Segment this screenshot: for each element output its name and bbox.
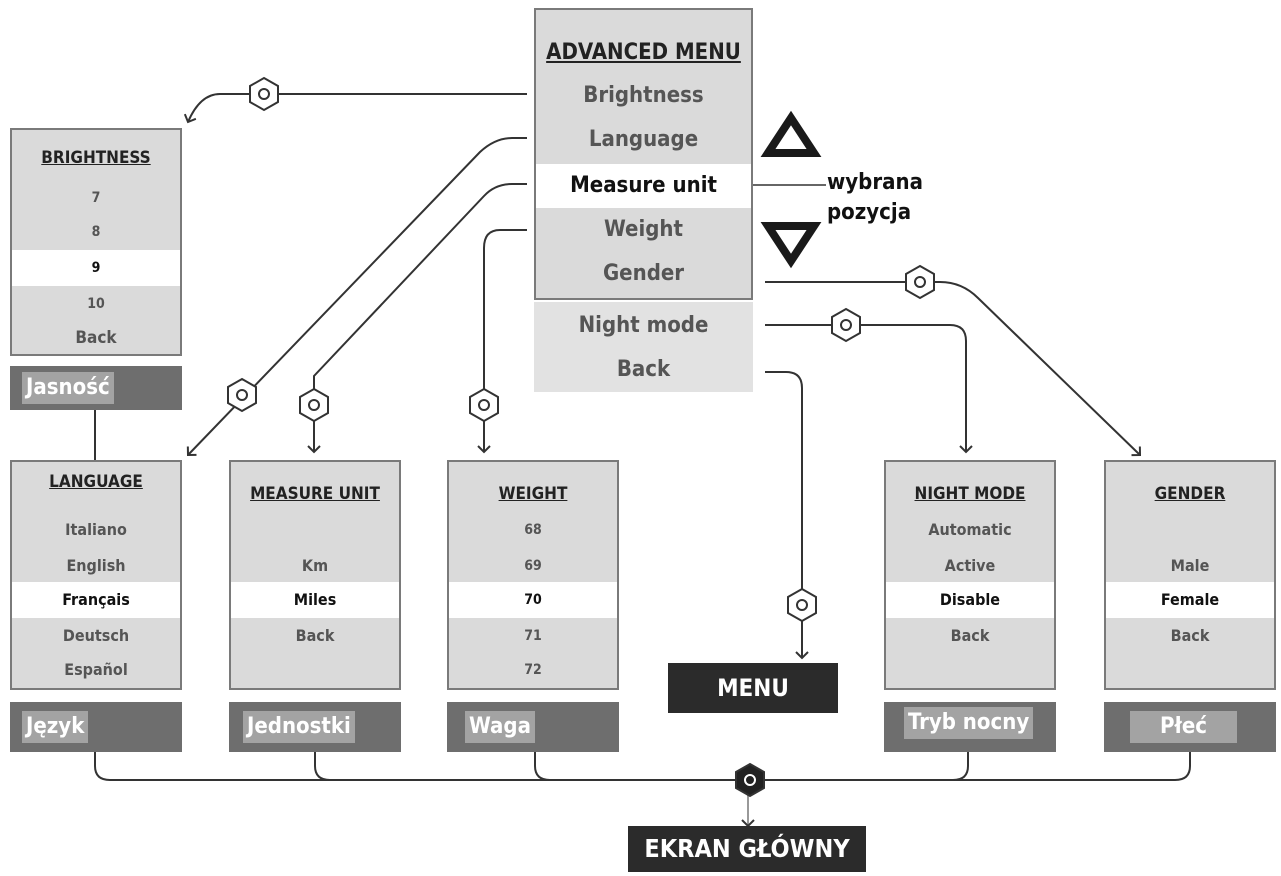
measure-unit-back[interactable]: Back: [295, 626, 335, 645]
menu-item-back[interactable]: Back: [616, 357, 671, 382]
gender-label-text: Płeć: [1130, 711, 1238, 743]
gender-label: Płeć: [1104, 702, 1276, 752]
hexagon-button-icon: [299, 387, 329, 423]
brightness-item-selected[interactable]: 9: [12, 250, 180, 286]
advanced-menu-title: ADVANCED MENU: [546, 40, 741, 65]
night-mode-label: Tryb nocny: [884, 702, 1056, 752]
language-item-selected[interactable]: Français: [12, 582, 180, 618]
gender-item-selected[interactable]: Female: [1106, 582, 1274, 618]
gender-menu: GENDER Male Female Back: [1104, 460, 1276, 690]
measure-unit-label-text: Jednostki: [243, 711, 355, 743]
night-mode-item-selected[interactable]: Disable: [886, 582, 1054, 618]
weight-label: Waga: [447, 702, 619, 752]
hexagon-button-icon-dark: [735, 762, 765, 798]
gender-item[interactable]: Male: [1170, 556, 1210, 575]
weight-item[interactable]: 68: [524, 522, 542, 538]
measure-unit-title: MEASURE UNIT: [250, 484, 380, 504]
brightness-item[interactable]: 8: [91, 224, 101, 240]
hexagon-button-icon: [249, 76, 279, 112]
night-mode-label-text: Tryb nocny: [904, 707, 1034, 739]
weight-item[interactable]: 71: [524, 628, 542, 644]
language-item[interactable]: English: [66, 556, 126, 575]
night-mode-title: NIGHT MODE: [914, 484, 1026, 504]
wire-brightness: [183, 93, 527, 124]
advanced-menu: ADVANCED MENU Brightness Language Measur…: [534, 8, 753, 300]
wire-bottom-bus: [94, 752, 1191, 781]
measure-unit-label: Jednostki: [229, 702, 401, 752]
menu-item-weight[interactable]: Weight: [604, 217, 683, 242]
hexagon-button-icon: [905, 264, 935, 300]
brightness-item[interactable]: 7: [91, 190, 101, 206]
annotation-line1: wybrana: [827, 170, 923, 195]
night-mode-item[interactable]: Active: [944, 556, 996, 575]
measure-unit-item: [231, 652, 399, 688]
weight-item-selected[interactable]: 70: [449, 582, 617, 618]
annotation-line2: pozycja: [827, 200, 912, 225]
brightness-label: Jasność: [10, 366, 182, 410]
menu-box: MENU: [668, 663, 838, 713]
gender-item: [1106, 652, 1274, 688]
measure-unit-item[interactable]: Km: [301, 556, 329, 575]
language-item[interactable]: Español: [64, 660, 128, 679]
hexagon-button-icon: [227, 377, 257, 413]
language-label: Język: [10, 702, 182, 752]
brightness-back[interactable]: Back: [75, 328, 117, 348]
wire-back: [765, 371, 809, 660]
language-label-text: Język: [22, 711, 89, 743]
brightness-item[interactable]: 10: [87, 296, 105, 312]
wire-language: [186, 137, 527, 457]
advanced-menu-extra: Night mode Back: [534, 302, 753, 392]
language-item[interactable]: Deutsch: [62, 626, 130, 645]
wire-night: [765, 324, 973, 454]
menu-item-night-mode[interactable]: Night mode: [578, 313, 709, 338]
weight-item[interactable]: 69: [524, 558, 542, 574]
measure-unit-item-selected[interactable]: Miles: [231, 582, 399, 618]
menu-item-measure-unit[interactable]: Measure unit: [536, 164, 751, 208]
weight-item[interactable]: 72: [524, 662, 542, 678]
menu-item-gender[interactable]: Gender: [602, 261, 685, 286]
night-mode-item: [886, 652, 1054, 688]
language-item[interactable]: Italiano: [65, 520, 127, 539]
hexagon-button-icon: [787, 587, 817, 623]
brightness-label-text: Jasność: [22, 372, 114, 404]
home-screen-label: EKRAN GŁÓWNY: [644, 834, 850, 863]
wire-weight: [477, 229, 527, 454]
brightness-menu: BRIGHTNESS 7 8 9 10 Back: [10, 128, 182, 356]
brightness-title: BRIGHTNESS: [41, 148, 151, 168]
weight-label-text: Waga: [465, 711, 535, 743]
down-triangle-icon: [760, 222, 822, 269]
weight-title: WEIGHT: [498, 484, 568, 504]
night-mode-menu: NIGHT MODE Automatic Active Disable Back: [884, 460, 1056, 690]
night-mode-back[interactable]: Back: [950, 626, 990, 645]
up-triangle-icon: [760, 110, 822, 157]
gender-title: GENDER: [1154, 484, 1226, 504]
menu-box-label: MENU: [717, 674, 789, 702]
wire-gender: [765, 281, 1142, 457]
menu-item-language[interactable]: Language: [588, 127, 699, 152]
wire-measure: [307, 183, 527, 454]
measure-unit-item: [231, 512, 399, 548]
selected-position-annotation: wybrana pozycja: [827, 168, 923, 228]
night-mode-item[interactable]: Automatic: [928, 520, 1012, 539]
measure-unit-menu: MEASURE UNIT Km Miles Back: [229, 460, 401, 690]
menu-item-brightness[interactable]: Brightness: [583, 83, 704, 108]
hexagon-button-icon: [831, 307, 861, 343]
home-screen-box: EKRAN GŁÓWNY: [628, 826, 866, 872]
gender-item: [1106, 512, 1274, 548]
language-title: LANGUAGE: [49, 472, 143, 492]
weight-menu: WEIGHT 68 69 70 71 72: [447, 460, 619, 690]
language-menu: LANGUAGE Italiano English Français Deuts…: [10, 460, 182, 690]
gender-back[interactable]: Back: [1170, 626, 1210, 645]
hexagon-button-icon: [469, 387, 499, 423]
